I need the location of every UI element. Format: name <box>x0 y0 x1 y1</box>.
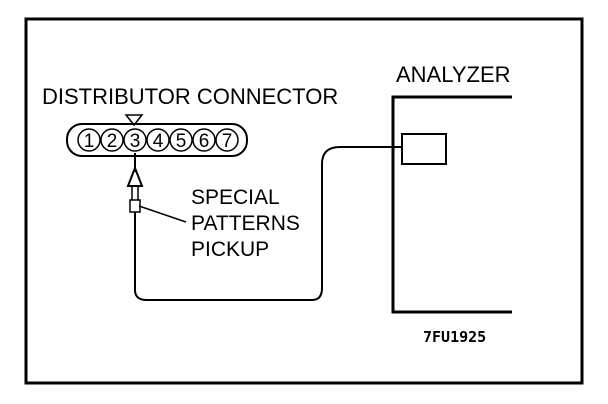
distributor-connector-label: DISTRIBUTOR CONNECTOR <box>42 84 338 109</box>
connector-pin-1: 1 <box>77 128 101 152</box>
pickup-cable <box>134 146 402 301</box>
pickup-leader-line <box>138 205 187 223</box>
connector-pin-5: 5 <box>169 128 193 152</box>
connector-key-marker <box>124 114 144 127</box>
probe-clip <box>129 199 141 213</box>
pickup-probe <box>126 153 144 213</box>
figure-code: 7FU1925 <box>423 328 486 346</box>
analyzer-label: ANALYZER <box>396 62 511 87</box>
pin-number: 4 <box>153 131 164 152</box>
pin-number: 2 <box>107 131 118 152</box>
pickup-label-line2: PATTERNS <box>191 212 300 235</box>
connector-pin-4: 4 <box>146 128 170 152</box>
connector-pin-6: 6 <box>192 128 216 152</box>
connector-pin-7: 7 <box>215 128 239 152</box>
pickup-label-line3: PICKUP <box>191 238 269 261</box>
pickup-label-line1: SPECIAL <box>191 186 280 209</box>
pin-number: 6 <box>199 131 210 152</box>
pin-number: 3 <box>130 131 141 152</box>
analyzer-input-box <box>401 133 447 165</box>
figure-frame <box>24 17 584 385</box>
pin-number: 7 <box>222 131 233 152</box>
distributor-connector-body <box>66 123 248 157</box>
pin-number: 1 <box>84 131 95 152</box>
connector-pins: 1 2 3 4 5 6 7 <box>77 128 239 152</box>
pin-number: 5 <box>176 131 187 152</box>
connector-pin-3: 3 <box>123 128 147 152</box>
probe-tip <box>126 165 144 187</box>
analyzer-bracket <box>391 95 512 314</box>
connector-pin-2: 2 <box>100 128 124 152</box>
